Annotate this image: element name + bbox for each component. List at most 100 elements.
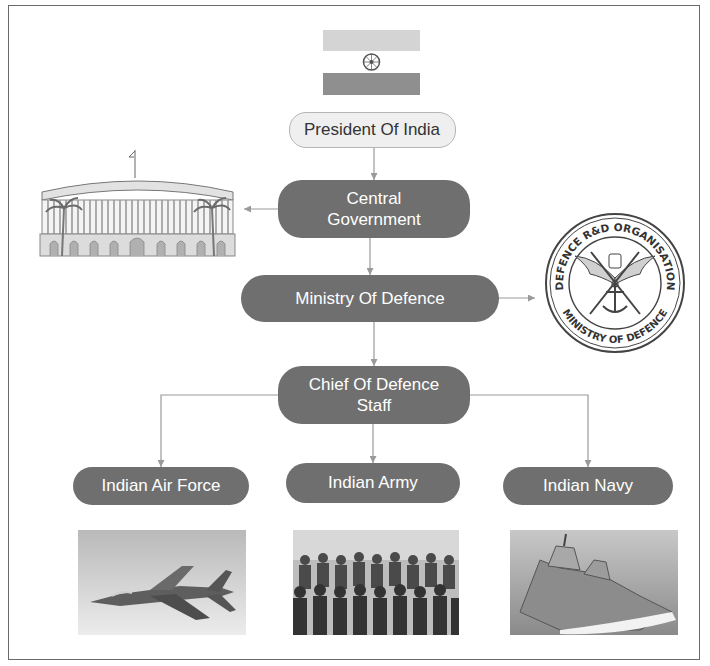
army-soldiers-photo — [336, 555, 346, 565]
navy-ship-photo — [510, 530, 678, 635]
parliament-building — [46, 198, 82, 212]
drdo-emblem — [546, 214, 684, 352]
process-box: Ministry Of Defence — [241, 275, 499, 322]
connector — [372, 424, 373, 463]
army-soldiers-photo — [408, 555, 418, 565]
drdo-emblem — [609, 254, 621, 268]
connector — [373, 148, 374, 180]
node-label: Chief Of Defence Staff — [304, 374, 444, 417]
army-soldiers-photo — [318, 553, 328, 563]
parliament-building — [40, 150, 235, 256]
army-soldiers-photo — [293, 584, 459, 635]
drdo-emblem — [546, 214, 684, 352]
army-soldiers-photo — [451, 598, 459, 635]
army-soldiers-photo — [299, 552, 455, 589]
army-soldiers-photo — [393, 596, 407, 635]
army-soldiers-photo — [374, 586, 386, 598]
army-soldiers-photo — [334, 586, 346, 598]
process-box: Indian Army — [286, 463, 460, 503]
parliament-building — [50, 238, 225, 256]
node-label: Indian Air Force — [101, 475, 220, 496]
army-soldiers-photo — [353, 596, 367, 635]
parliament-building — [40, 234, 235, 256]
flag — [323, 51, 420, 73]
drdo-emblem — [591, 252, 640, 314]
parliament-building — [212, 208, 214, 256]
process-box: Indian Navy — [503, 467, 673, 505]
flag — [323, 30, 420, 51]
emblem-lettering: DEFENCE R&D ORGANISATION — [553, 221, 677, 291]
navy-ship-photo — [548, 546, 580, 570]
navy-ship-photo — [560, 612, 676, 634]
army-soldiers-photo — [394, 584, 406, 596]
army-soldiers-photo — [333, 598, 347, 635]
node-label: Indian Army — [328, 472, 418, 493]
drdo-emblem — [550, 218, 680, 348]
parliament-building — [42, 181, 233, 200]
parliament-building — [62, 208, 64, 256]
army-soldiers-photo — [353, 562, 365, 586]
parliament-building — [194, 198, 230, 212]
army-soldiers-photo — [407, 565, 419, 589]
army-soldiers-photo — [413, 598, 427, 635]
army-soldiers-photo — [426, 553, 436, 563]
army-soldiers-photo — [293, 598, 307, 635]
army-soldiers-photo — [434, 584, 446, 596]
fighter-jet-photo — [78, 530, 246, 635]
army-soldiers-photo — [443, 565, 455, 589]
army-soldiers-photo — [354, 584, 366, 596]
fighter-jet-photo — [206, 594, 236, 612]
army-soldiers-photo — [433, 596, 447, 635]
army-soldiers-photo — [390, 552, 400, 562]
emblem-text: MINISTRY OF DEFENCE — [561, 307, 670, 345]
army-soldiers-photo — [354, 552, 364, 562]
emblem-text: DEFENCE R&D ORGANISATION — [553, 221, 677, 291]
process-box: Indian Air Force — [73, 467, 249, 505]
process-box: Central Government — [278, 180, 470, 238]
fighter-jet-photo — [206, 570, 232, 592]
army-soldiers-photo — [300, 555, 310, 565]
node-label: Central Government — [304, 188, 444, 231]
flag — [323, 30, 420, 95]
drdo-emblem — [612, 281, 618, 287]
connector — [470, 395, 588, 467]
drdo-emblem — [569, 237, 661, 329]
army-soldiers-photo — [372, 554, 382, 564]
army-soldiers-photo — [389, 562, 401, 586]
army-soldiers-photo — [299, 565, 311, 589]
connector — [373, 322, 374, 366]
drdo-emblem — [603, 284, 627, 312]
army-soldiers-photo — [444, 555, 454, 565]
process-box: Chief Of Defence Staff — [278, 366, 470, 424]
flag — [323, 73, 420, 95]
fighter-jet-photo — [78, 530, 246, 635]
navy-ship-photo — [564, 534, 566, 546]
flag — [364, 54, 380, 70]
army-soldiers-photo — [425, 563, 437, 587]
node-label: Indian Navy — [543, 475, 633, 496]
army-soldiers-photo — [317, 563, 329, 587]
flag — [364, 54, 380, 70]
connector — [161, 395, 278, 467]
army-soldiers-photo — [293, 530, 459, 635]
drdo-emblem — [590, 252, 639, 314]
emblem-lettering: MINISTRY OF DEFENCE — [561, 307, 670, 345]
parliament-building — [135, 150, 136, 178]
navy-ship-photo — [510, 530, 678, 635]
army-soldiers-photo — [294, 586, 306, 598]
navy-ship-photo — [584, 560, 610, 580]
army-soldiers-photo — [373, 598, 387, 635]
fighter-jet-photo — [150, 594, 210, 620]
army-soldiers-photo — [335, 565, 347, 589]
army-soldiers-photo — [293, 530, 459, 635]
army-soldiers-photo — [371, 564, 383, 588]
fighter-jet-photo — [112, 592, 132, 596]
army-soldiers-photo — [414, 586, 426, 598]
fighter-jet-photo — [150, 566, 194, 590]
head-box: President Of India — [289, 112, 456, 148]
node-label: Ministry Of Defence — [295, 288, 444, 309]
army-soldiers-photo — [313, 596, 327, 635]
